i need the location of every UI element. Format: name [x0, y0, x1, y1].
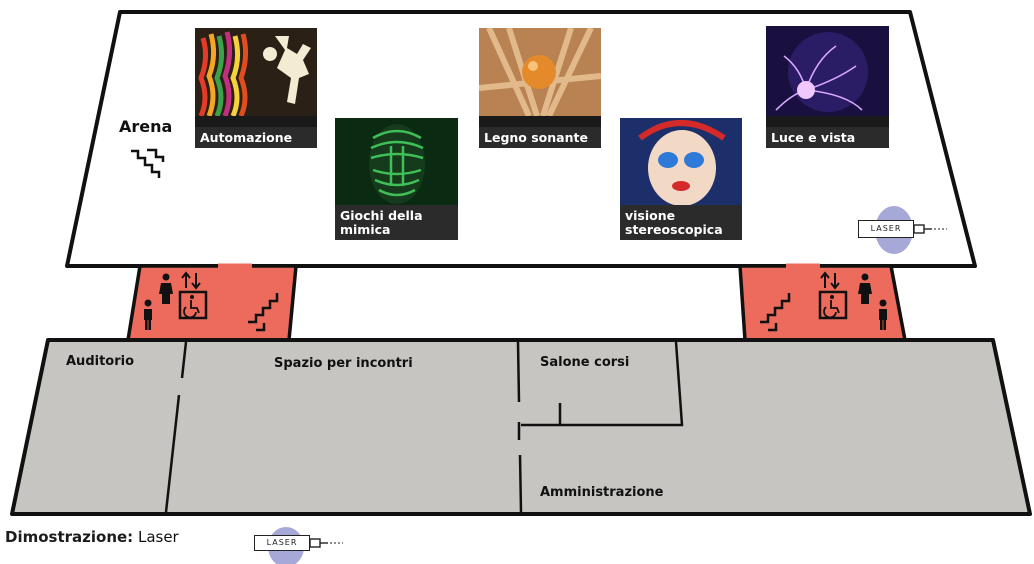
- arena-stairs-icon: [131, 148, 165, 178]
- legend-laser-pointer-icon: [310, 538, 343, 548]
- right-elevator-icon: [818, 271, 848, 320]
- wooden-sphere-image: [479, 28, 601, 116]
- exhibit-visione-label: visione stereoscopica: [620, 205, 742, 240]
- legend-laser-badge: LASER: [254, 527, 344, 564]
- room-spazio-per-incontri[interactable]: Spazio per incontri: [274, 356, 413, 371]
- striped-face-image: [335, 118, 458, 206]
- left-stairs-icon: [248, 293, 279, 332]
- exhibit-luce-label: Luce e vista: [766, 127, 889, 148]
- room-salone-corsi[interactable]: Salone corsi: [540, 355, 630, 370]
- laser-label: LASER: [858, 220, 914, 238]
- exhibit-legno-sonante[interactable]: Legno sonante: [479, 28, 601, 148]
- right-stairs-icon: [760, 293, 791, 332]
- room-auditorio[interactable]: Auditorio: [66, 354, 135, 369]
- exhibit-visione-stereoscopica[interactable]: visione stereoscopica: [620, 118, 742, 240]
- left-elevator-icon: [178, 271, 208, 320]
- interior-walls: [164, 341, 684, 513]
- legend-laser-label: LASER: [254, 535, 310, 551]
- laser-pointer-icon: [914, 224, 947, 234]
- legend-title: Dimostrazione:: [5, 528, 134, 546]
- exhibit-luce-e-vista[interactable]: Luce e vista: [766, 26, 889, 148]
- exhibit-automazione[interactable]: Automazione: [195, 28, 317, 148]
- exhibit-legno-label: Legno sonante: [479, 127, 601, 148]
- plasma-ball-image: [766, 26, 889, 116]
- room-amministrazione[interactable]: Amministrazione: [540, 485, 664, 500]
- left-restroom-icon: [144, 273, 173, 330]
- dancing-figure-image: [195, 28, 317, 116]
- laser-demo-marker[interactable]: LASER: [858, 206, 948, 256]
- legend: Dimostrazione: Laser: [5, 528, 179, 546]
- arena-label: Arena: [119, 117, 173, 136]
- painted-face-image: [620, 118, 742, 206]
- exhibit-automazione-label: Automazione: [195, 127, 317, 148]
- right-restroom-icon: [858, 273, 887, 330]
- exhibit-giochi-della-mimica[interactable]: Giochi della mimica: [335, 118, 458, 240]
- exhibit-giochi-label: Giochi della mimica: [335, 205, 458, 240]
- lower-floor-outline: [10, 338, 1032, 516]
- legend-value: Laser: [137, 528, 179, 546]
